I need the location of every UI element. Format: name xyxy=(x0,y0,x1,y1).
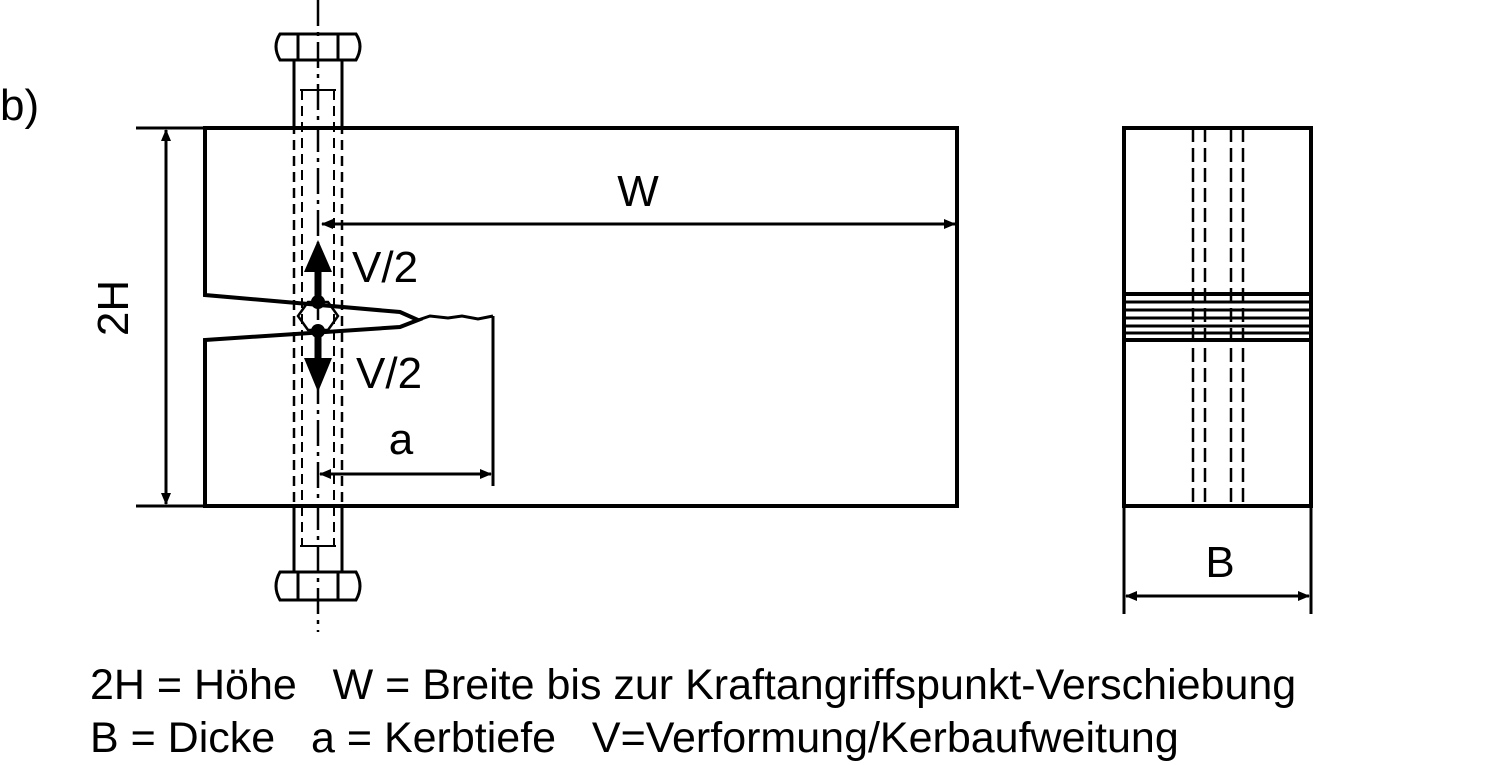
bolt-assembly xyxy=(274,0,362,632)
notch-depth-label: a xyxy=(389,415,414,464)
thickness-dimension xyxy=(1122,506,1313,614)
force-label-bottom: V/2 xyxy=(356,349,422,398)
top-nut xyxy=(274,32,362,62)
force-arrows xyxy=(304,240,332,392)
force-label-top: V/2 xyxy=(352,243,418,292)
crack-line xyxy=(399,310,494,322)
bottom-nut xyxy=(274,570,362,602)
height-dimension xyxy=(136,126,205,508)
height-label: 2H xyxy=(89,280,138,336)
width-label: W xyxy=(617,167,659,216)
thickness-label: B xyxy=(1205,538,1234,587)
legend-line-1: 2H = Höhe W = Breite bis zur Kraftangrif… xyxy=(90,661,1296,709)
side-view xyxy=(1122,126,1313,508)
panel-label: b) xyxy=(0,81,39,130)
legend-line-2: B = Dicke a = Kerbtiefe V=Verformung/Ker… xyxy=(90,714,1179,762)
